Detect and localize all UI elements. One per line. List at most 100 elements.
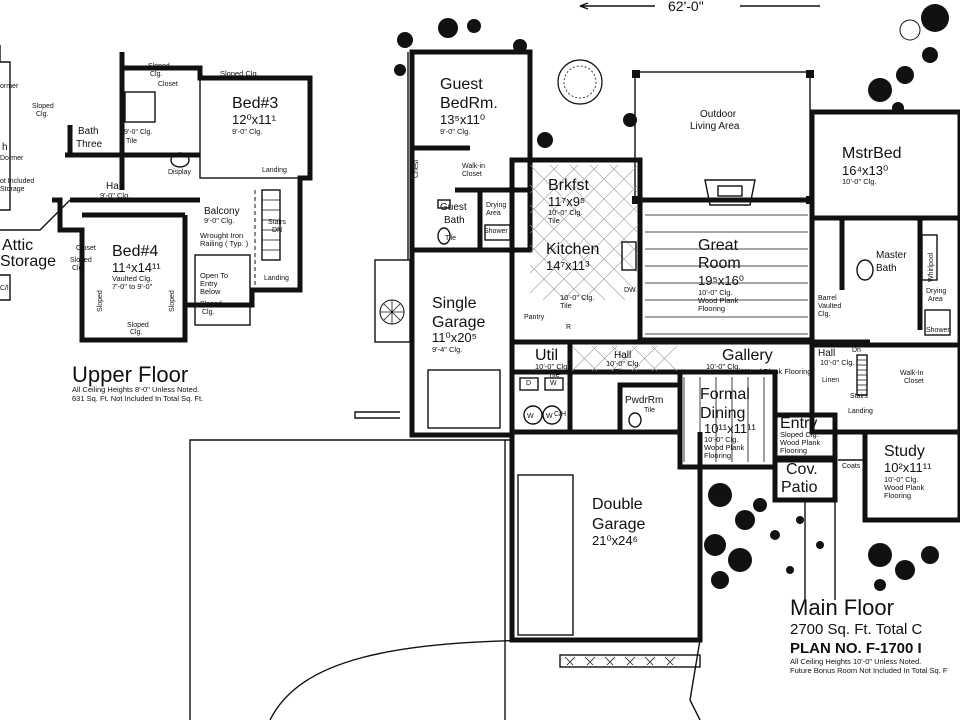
svg-text:Sloped: Sloped <box>200 301 222 308</box>
linen-label: Linen <box>822 377 839 384</box>
master-bath-label: Master Bath Whirlpool Drying Area Shower <box>876 250 950 334</box>
pantry-label: Pantry <box>524 314 545 321</box>
guest-bath-label: Guest Bath Tile Drying Area Shower <box>440 202 508 242</box>
svg-text:Walk-In: Walk-In <box>900 370 924 377</box>
svg-text:Clg.: Clg. <box>36 111 49 118</box>
svg-text:Great: Great <box>698 237 739 254</box>
bed4-closet-label: Closet <box>76 245 96 252</box>
svg-text:10'-0" Clg.: 10'-0" Clg. <box>606 359 641 368</box>
svg-text:Sloped: Sloped <box>32 103 54 110</box>
svg-text:Wood Plank Flooring: Wood Plank Flooring <box>742 367 811 376</box>
svg-text:Shower: Shower <box>926 327 950 334</box>
svg-text:Dining: Dining <box>700 405 745 422</box>
bed4-sloped-label: Sloped Clg. Sloped Clg. Sloped Clg. Slop… <box>70 257 222 336</box>
svg-text:Tile: Tile <box>548 216 560 225</box>
svg-text:Flooring: Flooring <box>698 304 725 313</box>
svg-text:Below: Below <box>200 287 221 296</box>
great-room-plank-hatch <box>645 214 808 462</box>
svg-text:Tile: Tile <box>644 407 655 414</box>
svg-text:Patio: Patio <box>781 479 818 496</box>
svg-text:Garage: Garage <box>432 314 485 331</box>
svg-text:DN: DN <box>272 227 282 234</box>
svg-text:10'-0" Clg.: 10'-0" Clg. <box>820 358 855 367</box>
shrub-cluster-top <box>394 18 637 148</box>
washer-label: W <box>550 380 557 387</box>
study-label: Study 10²x11¹¹ 10'-0" Clg. Wood Plank Fl… <box>884 443 932 500</box>
guest-bedroom-label: Guest BedRm. 13⁵x11⁰ 9'-0" Clg. <box>440 76 498 136</box>
formal-dining-label: Formal Dining 10¹¹x11¹¹ 10'-0" Clg. Wood… <box>700 386 756 460</box>
svg-text:Kitchen: Kitchen <box>546 241 599 258</box>
svg-text:PwdrRm: PwdrRm <box>625 395 663 406</box>
svg-text:Area: Area <box>486 210 501 217</box>
svg-text:Clg.: Clg. <box>202 309 215 316</box>
svg-text:Vaulted: Vaulted <box>818 303 841 310</box>
svg-text:Railing ( Typ. ): Railing ( Typ. ) <box>200 239 249 248</box>
svg-text:Flooring: Flooring <box>780 446 807 455</box>
svg-text:Hall: Hall <box>106 181 123 192</box>
svg-text:Sloped: Sloped <box>70 257 92 264</box>
svg-text:Tile: Tile <box>445 235 456 242</box>
svg-text:10'-0" Clg.: 10'-0" Clg. <box>560 293 595 302</box>
svg-text:Tile: Tile <box>560 301 572 310</box>
stairs-landing-label: Stairs Landing <box>848 393 873 415</box>
single-garage-label: Single Garage 11⁰x20⁵ 9'-4" Clg. <box>432 295 485 354</box>
svg-text:Cov.: Cov. <box>786 461 818 478</box>
svg-text:Sloped: Sloped <box>97 290 104 312</box>
svg-text:Bed#4: Bed#4 <box>112 243 158 260</box>
shrub-cluster-front <box>704 483 939 591</box>
svg-text:Sloped Clg.: Sloped Clg. <box>780 430 819 439</box>
svg-text:Util: Util <box>535 347 558 364</box>
svg-text:Wood Plank: Wood Plank <box>780 438 821 447</box>
chest-label: Chest <box>413 160 420 178</box>
svg-text:Sloped: Sloped <box>127 322 149 329</box>
svg-text:Wood Plank: Wood Plank <box>698 296 739 305</box>
open-to-entry-label: Open To Entry Below <box>200 271 228 296</box>
svg-text:7'-0" to 9'-0": 7'-0" to 9'-0" <box>112 282 153 291</box>
upper-sloped-left-label: Sloped Clg. Sloped Clg. <box>32 63 170 118</box>
svg-text:Bath: Bath <box>444 215 465 226</box>
svg-text:Stairs: Stairs <box>268 219 286 226</box>
svg-text:All Ceiling Heights 10'-0" Unl: All Ceiling Heights 10'-0" Unless Noted. <box>790 657 921 666</box>
entry-label: Entry Sloped Clg. Wood Plank Flooring <box>780 415 821 455</box>
svg-text:16⁴x13⁰: 16⁴x13⁰ <box>842 163 888 178</box>
svg-text:Landing: Landing <box>264 275 289 282</box>
svg-text:Tile: Tile <box>614 367 626 376</box>
svg-text:11⁰x20⁵: 11⁰x20⁵ <box>432 330 477 345</box>
svg-text:14⁷x11³: 14⁷x11³ <box>546 258 590 273</box>
svg-text:Tile: Tile <box>548 370 560 379</box>
svg-text:Wood Plank: Wood Plank <box>884 483 925 492</box>
bed4-label: Bed#4 11⁴x14¹¹ Vaulted Clg. 7'-0" to 9'-… <box>112 243 161 291</box>
svg-text:Guest: Guest <box>440 76 483 93</box>
down-label: Dn <box>852 347 861 354</box>
svg-text:Attic: Attic <box>2 237 33 254</box>
bath-three-label: Bath Three 9'-0" Clg. Tile <box>76 126 152 150</box>
svg-text:Dormer: Dormer <box>0 155 24 162</box>
svg-text:Barrel: Barrel <box>818 295 837 302</box>
svg-text:631 Sq. Ft. Not Included In To: 631 Sq. Ft. Not Included In Total Sq. Ft… <box>72 394 203 403</box>
svg-text:11⁴x14¹¹: 11⁴x14¹¹ <box>112 260 161 275</box>
driveway <box>189 411 701 720</box>
svg-text:9'-0" Clg.: 9'-0" Clg. <box>100 191 130 200</box>
upper-floor-title-block: Upper Floor All Ceiling Heights 8'-0" Un… <box>72 362 203 403</box>
svg-text:12⁰x11¹: 12⁰x11¹ <box>232 112 277 127</box>
svg-text:10'-0" Clg.: 10'-0" Clg. <box>842 177 877 186</box>
coats-label: Coats <box>842 463 861 470</box>
walkin-closet-label: Walk-In Closet <box>900 370 924 385</box>
svg-text:Walk-in: Walk-in <box>462 163 485 170</box>
outdoor-living-label: Outdoor Living Area <box>690 109 740 132</box>
svg-text:Guest: Guest <box>440 202 467 213</box>
svg-text:9'-4" Clg.: 9'-4" Clg. <box>432 345 462 354</box>
svg-text:Single: Single <box>432 295 477 312</box>
svg-text:Clg.: Clg. <box>818 311 831 318</box>
cov-patio-label: Cov. Patio <box>781 461 818 496</box>
great-room-label: Great Room 19⁵x16⁰ 10'-0" Clg. Wood Plan… <box>698 237 744 313</box>
svg-text:Garage: Garage <box>592 516 645 533</box>
svg-text:Flooring: Flooring <box>704 451 731 460</box>
svg-text:Storage: Storage <box>0 253 56 270</box>
svg-text:Entry: Entry <box>780 415 817 432</box>
shrub-cluster-right <box>868 4 949 114</box>
svg-text:ormer: ormer <box>0 83 19 90</box>
upper-edge-labels: ormer h Dormer ot Included Storage C/l <box>0 83 34 292</box>
guest-walkin-closet-label: Walk-in Closet <box>462 163 485 178</box>
svg-text:Clg.: Clg. <box>150 71 163 78</box>
